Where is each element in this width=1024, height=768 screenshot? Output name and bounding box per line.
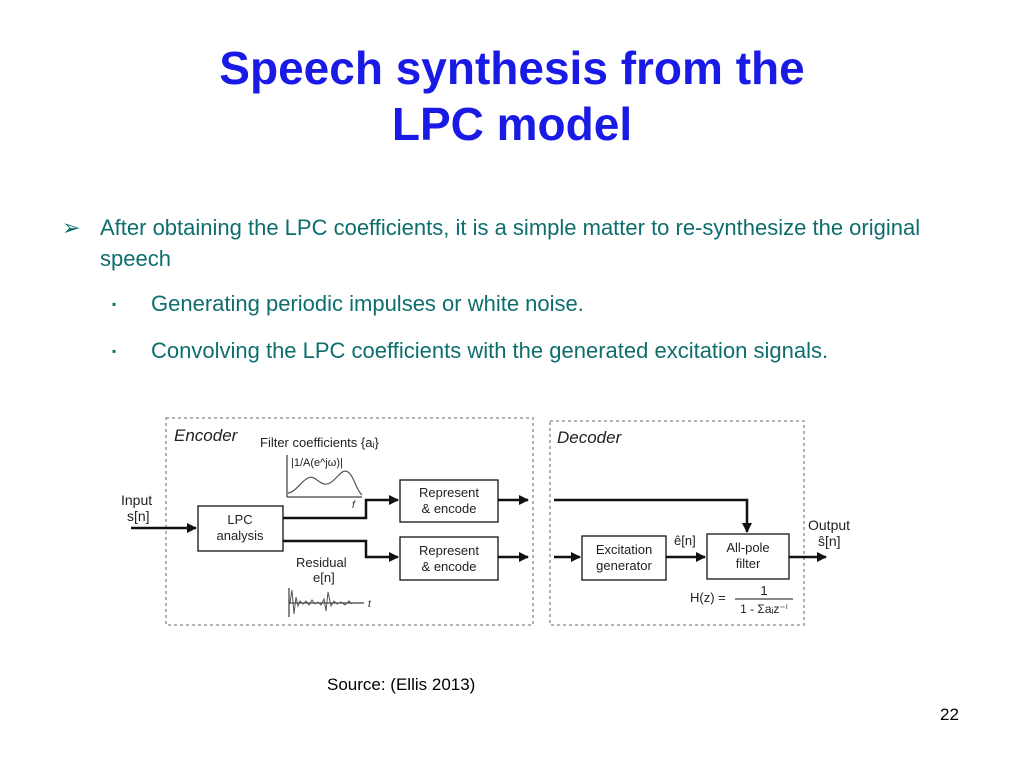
represent-encode-box-lower xyxy=(399,536,499,581)
all-pole-filter-box xyxy=(706,533,790,580)
bullet-main-text: After obtaining the LPC coefficients, it… xyxy=(100,215,921,271)
transfer-fn-lhs: H(z) = xyxy=(690,590,726,605)
encoder-panel xyxy=(165,417,534,626)
encoder-label: Encoder xyxy=(174,426,239,445)
allpole-line1: All-pole xyxy=(726,540,769,555)
input-label: Input xyxy=(121,492,152,508)
transfer-fn-numerator: 1 xyxy=(760,583,767,598)
bullet-main: ➢ After obtaining the LPC coefficients, … xyxy=(62,212,962,274)
allpole-line2: filter xyxy=(736,556,761,571)
decoder-label: Decoder xyxy=(557,428,623,447)
coeff-path xyxy=(283,495,399,520)
title-line-2: LPC model xyxy=(391,98,633,150)
decoder-panel xyxy=(549,420,805,626)
spectrum-label: |1/A(e^jω)| xyxy=(291,457,343,469)
residual-waveform xyxy=(289,589,353,615)
title-line-1: Speech synthesis from the xyxy=(219,42,805,94)
square-bullet-icon: ▪ xyxy=(112,344,117,358)
excitation-line1: Excitation xyxy=(596,542,652,557)
residual-label: Residual xyxy=(296,555,347,570)
square-bullet-icon: ▪ xyxy=(112,297,117,311)
ehat-label: ê[n] xyxy=(674,533,696,548)
filter-coeff-label: Filter coefficients {aᵢ} xyxy=(260,435,380,450)
represent-upper-line2: & encode xyxy=(422,501,477,516)
represent-encode-box-upper xyxy=(399,479,499,523)
residual-path xyxy=(283,539,399,562)
input-signal: s[n] xyxy=(127,508,150,524)
excitation-line2: generator xyxy=(596,558,652,573)
decoder-coeff-path xyxy=(554,498,752,533)
transfer-fn-denominator: 1 - Σaᵢz⁻ⁱ xyxy=(740,602,788,616)
sub-bullet-2: ▪ Convolving the LPC coefficients with t… xyxy=(112,336,828,366)
page-number: 22 xyxy=(940,705,959,724)
sub-bullet-1-text: Generating periodic impulses or white no… xyxy=(151,291,584,316)
freq-axis-label: f xyxy=(352,500,356,511)
represent-lower-line1: Represent xyxy=(419,543,479,558)
lpc-box-line1: LPC xyxy=(227,512,252,527)
output-label: Output xyxy=(808,517,850,533)
represent-upper-line1: Represent xyxy=(419,485,479,500)
spectrum-curve xyxy=(287,470,363,496)
excitation-generator-box xyxy=(581,535,667,581)
lpc-box-line2: analysis xyxy=(217,528,264,543)
sub-bullet-1: ▪ Generating periodic impulses or white … xyxy=(112,289,584,319)
time-axis-label: t xyxy=(368,599,372,610)
sub-bullet-2-text: Convolving the LPC coefficients with the… xyxy=(151,338,829,363)
source-citation: Source: (Ellis 2013) xyxy=(327,675,476,694)
lpc-analysis-box xyxy=(197,505,284,552)
slide-title: Speech synthesis from the LPC model xyxy=(0,40,1024,152)
arrow-bullet-icon: ➢ xyxy=(62,215,81,240)
residual-signal: e[n] xyxy=(313,570,335,585)
output-signal: ŝ[n] xyxy=(818,533,841,549)
represent-lower-line2: & encode xyxy=(422,559,477,574)
